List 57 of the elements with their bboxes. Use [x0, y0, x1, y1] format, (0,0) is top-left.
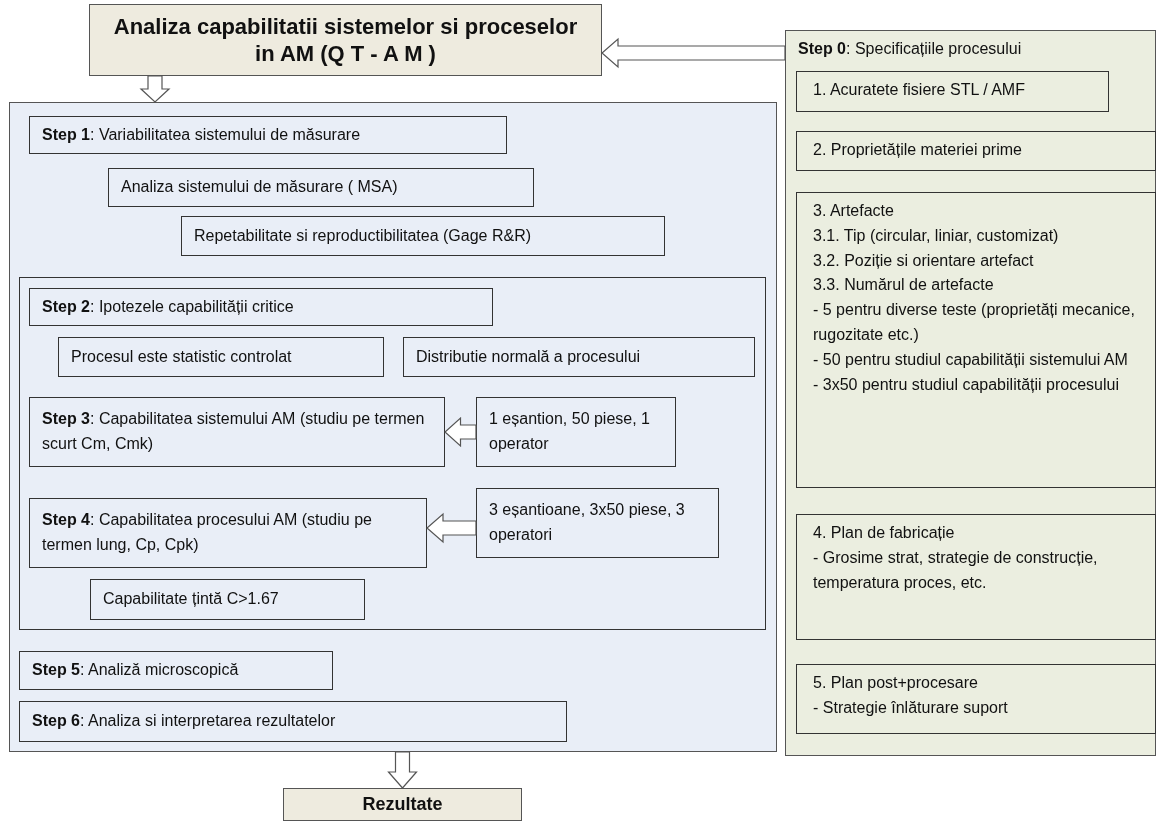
block-arrow	[426, 512, 477, 544]
specification-box	[796, 71, 1109, 112]
group-panel	[19, 277, 766, 630]
title-box	[89, 4, 602, 76]
step-box	[90, 579, 365, 620]
node-text: 3.2. Poziție si orientare artefact	[813, 250, 1035, 271]
node-text: 3.1. Tip (circular, liniar, customizat)	[813, 225, 1060, 246]
node-text: Step 3: Capabilitatea sistemului AM (studiu pe termen scurt Cm, Cmk)	[42, 409, 426, 454]
node-text: Step 2: Ipotezele capabilității critice	[42, 296, 295, 317]
node-text: 4. Plan de fabricație	[813, 523, 956, 543]
node-text: Step 6: Analiza si interpretarea rezultatelor	[32, 711, 337, 732]
step-box	[29, 288, 493, 326]
node-text: Distributie normală a procesului	[416, 346, 642, 367]
block-arrow	[444, 416, 477, 448]
node-text: 1. Acuratete fisiere STL / AMF	[813, 80, 1026, 100]
node-text: Procesul este statistic controlat	[71, 346, 293, 367]
node-text: Step 4: Capabilitatea procesului AM (studiu pe termen lung, Cp, Cpk)	[42, 510, 373, 555]
step-box	[58, 337, 384, 377]
step-box	[29, 498, 427, 568]
specification-box	[796, 514, 1156, 640]
node-text: Capabilitate țintă C>1.67	[103, 589, 280, 610]
node-text: 5. Plan post+procesare	[813, 673, 979, 693]
step-box	[108, 168, 534, 207]
step-box	[19, 701, 567, 742]
node-text: Analiza sistemului de măsurare ( MSA)	[121, 177, 399, 198]
node-text: Step 5: Analiză microscopică	[32, 660, 240, 681]
panel-heading: Step 0: Specificațiile procesului	[798, 39, 1022, 59]
node-text: - 3x50 pentru studiul capabilității procesului	[813, 374, 1120, 395]
block-arrow	[601, 37, 786, 69]
specification-panel	[785, 30, 1156, 756]
block-arrow	[387, 751, 418, 789]
specification-box	[796, 664, 1156, 734]
result-box	[283, 788, 522, 821]
specification-box	[796, 131, 1156, 171]
node-text: Rezultate	[362, 793, 443, 816]
step-box	[29, 397, 445, 467]
node-text: 2. Proprietățile materiei prime	[813, 140, 1023, 160]
step-box	[476, 488, 719, 558]
specification-box	[796, 192, 1156, 488]
node-text: 3.3. Numărul de artefacte	[813, 275, 995, 296]
node-text: 1 eșantion, 50 piese, 1 operator	[489, 409, 651, 454]
node-text: - 50 pentru studiul capabilității sistemului AM	[813, 349, 1129, 370]
step-box	[181, 216, 665, 256]
title-text: Analiza capabilitatii sistemelor si proceselor in AM (Q T - A M )	[112, 12, 579, 68]
process-panel	[9, 102, 777, 752]
node-text: 3. Artefacte	[813, 201, 895, 221]
step-box	[403, 337, 755, 377]
node-text: Repetabilitate si reproductibilitatea (Gage R&R)	[194, 225, 533, 246]
step-box	[476, 397, 676, 467]
node-text: - Strategie înlăturare suport	[813, 697, 1009, 718]
node-text: - 5 pentru diverse teste (proprietăți mecanice, rugozitate etc.)	[813, 300, 1136, 345]
node-text: 3 eșantioane, 3x50 piese, 3 operatori	[489, 500, 686, 545]
step-box	[19, 651, 333, 690]
node-text: Step 1: Variabilitatea sistemului de măsurare	[42, 124, 362, 145]
step-box	[29, 116, 507, 154]
node-text: - Grosime strat, strategie de construcție, temperatura proces, etc.	[813, 547, 1099, 593]
block-arrow	[139, 75, 171, 103]
